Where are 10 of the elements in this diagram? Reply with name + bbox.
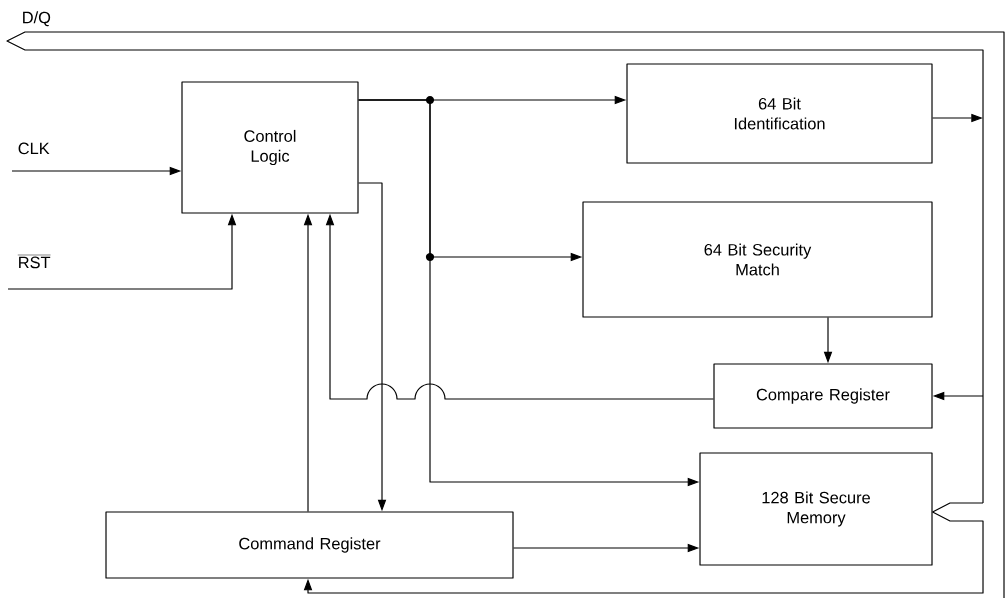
signal-label: CLK: [16, 141, 51, 156]
block-box: Control Logic: [181, 81, 359, 214]
connector-arrow: [303, 511, 984, 594]
bus-label: D/Q: [23, 11, 51, 27]
block-box: 128 Bit Secure Memory: [699, 452, 933, 566]
block-box: Command Register: [105, 511, 514, 579]
signal-label: RST: [16, 253, 52, 270]
block-box: 64 Bit Security Match: [582, 201, 933, 318]
block-box: Compare Register: [713, 363, 933, 429]
block-box: 64 Bit Identification: [626, 63, 933, 164]
